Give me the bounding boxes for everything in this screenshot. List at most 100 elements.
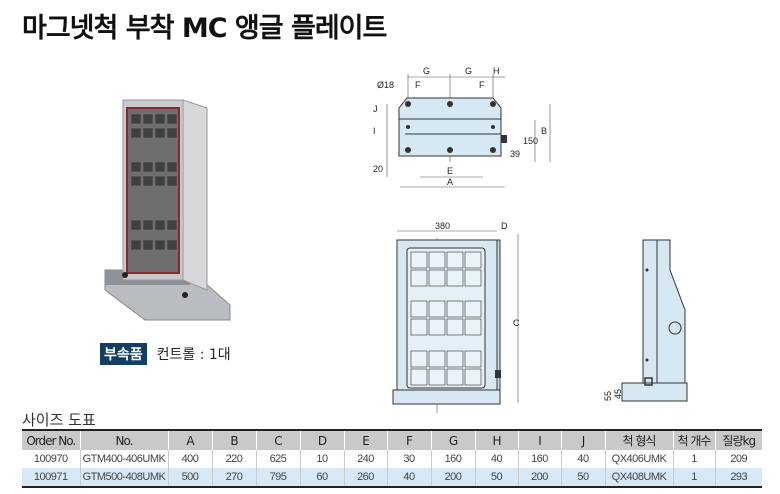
table-cell: GTM500-408UMK (79, 468, 168, 487)
front-view-drawing: 380 D C (392, 221, 520, 413)
column-header: C (255, 430, 300, 450)
table-cell: 260 (343, 468, 387, 487)
table-cell: 10 (299, 450, 344, 468)
table-cell: 40 (560, 450, 605, 468)
chuck-pole (446, 368, 464, 386)
column-header: 척 개수 (672, 430, 715, 450)
table-cell: 200 (517, 468, 561, 487)
dim-g: G (423, 66, 430, 76)
dim-dia: Ø18 (377, 80, 394, 90)
column-header: J (560, 430, 605, 450)
table-cell: GTM400-406UMK (79, 450, 168, 468)
accessory-text: 컨트롤 : 1대 (156, 347, 231, 363)
table-cell: QX406UMK (604, 450, 673, 468)
chuck-pole (428, 300, 446, 318)
dim-c: C (513, 318, 520, 328)
dim-j: J (373, 104, 378, 114)
chuck-pole (410, 318, 428, 336)
dim-55: 55 (603, 391, 613, 401)
dim-20: 20 (373, 164, 383, 174)
chuck-pole (428, 318, 446, 336)
dim-h: H (493, 66, 500, 76)
chuck-pole (410, 300, 428, 318)
chuck-pole (446, 269, 464, 287)
column-header: A (167, 430, 212, 450)
column-header: F (386, 430, 431, 450)
table-cell: 400 (167, 450, 212, 468)
accessory-badge: 부속품 (100, 343, 147, 365)
top-view-drawing: G G H F F Ø18 J I B 150 39 20 E A (373, 66, 551, 188)
column-header: I (517, 430, 561, 450)
table-cell: 30 (386, 450, 431, 468)
dim-i: I (373, 126, 376, 136)
column-header: G (430, 430, 475, 450)
dim-a: A (447, 177, 453, 187)
table-cell: 1 (672, 468, 715, 487)
chuck-pole (464, 368, 482, 386)
dim-b: B (541, 126, 547, 136)
table-cell: 240 (343, 450, 387, 468)
size-table-caption: 사이즈 도표 (22, 411, 96, 429)
table-cell: 293 (714, 468, 762, 487)
chuck-pole (410, 251, 428, 269)
chuck-pole (464, 300, 482, 318)
table-cell: 60 (299, 468, 344, 487)
table-cell: 40 (386, 468, 431, 487)
column-header: H (474, 430, 518, 450)
table-cell: 200 (430, 468, 475, 487)
dim-f: F (415, 80, 421, 90)
table-cell: 50 (560, 468, 605, 487)
column-header: 질량kg (714, 430, 762, 450)
table-cell: 160 (517, 450, 561, 468)
accessory-note: 부속품 컨트롤 : 1대 (100, 343, 231, 365)
page-title: 마그넷척 부착 MC 앵글 플레이트 (22, 13, 387, 44)
chuck-pole (410, 350, 428, 368)
chuck-pole (410, 368, 428, 386)
dim-g2: G (465, 66, 472, 76)
chuck-pole (428, 368, 446, 386)
chuck-pole (428, 269, 446, 287)
chuck-pole (410, 269, 428, 287)
chuck-pole (446, 251, 464, 269)
table-cell: 50 (474, 468, 518, 487)
table-cell: QX408UMK (604, 468, 673, 487)
table-cell: 220 (211, 450, 256, 468)
table-cell: 100970 (33, 453, 68, 465)
column-header: 척 형식 (604, 430, 673, 450)
chuck-pole (446, 318, 464, 336)
dim-380: 380 (435, 221, 450, 231)
column-header: No. (79, 430, 168, 450)
table-cell: 40 (474, 450, 518, 468)
dim-f2: F (479, 80, 485, 90)
dim-e: E (447, 166, 453, 176)
table-cell: 625 (255, 450, 300, 468)
chuck-pole (464, 269, 482, 287)
dim-150: 150 (523, 136, 538, 146)
table-cell: 795 (255, 468, 300, 487)
column-header: E (343, 430, 387, 450)
chuck-pole (464, 350, 482, 368)
chuck-pole (464, 251, 482, 269)
table-cell: 160 (430, 450, 475, 468)
side-view-drawing: 55 45 (603, 239, 688, 402)
chuck-pole (464, 318, 482, 336)
table-cell: 209 (714, 450, 762, 468)
table-cell: 270 (211, 468, 256, 487)
chuck-pole (446, 300, 464, 318)
dim-39: 39 (510, 149, 520, 159)
column-header: Order No. (22, 430, 80, 450)
column-header: B (211, 430, 256, 450)
column-header: D (299, 430, 344, 450)
chuck-pole (446, 350, 464, 368)
chuck-pole (428, 251, 446, 269)
table-cell: 100971 (22, 468, 80, 487)
table-cell: 500 (167, 468, 212, 487)
table-cell: 1 (672, 450, 715, 468)
dim-45: 45 (613, 389, 623, 399)
chuck-pole (428, 350, 446, 368)
product-photo (104, 99, 231, 321)
